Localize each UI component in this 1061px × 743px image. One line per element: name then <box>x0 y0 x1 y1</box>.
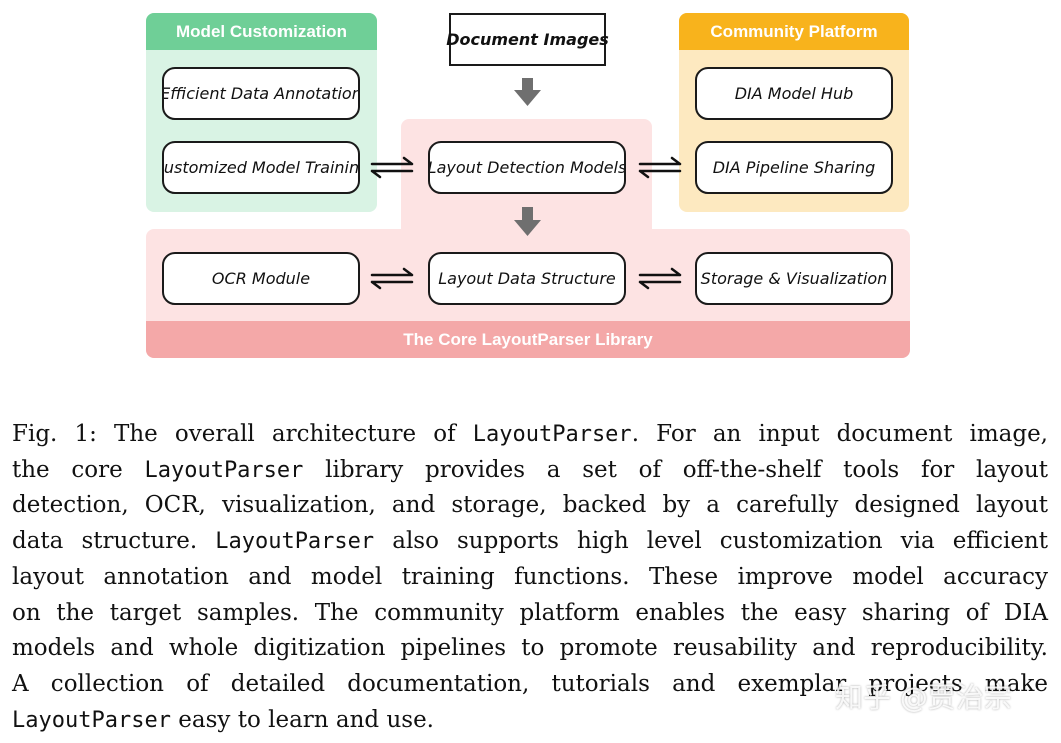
ocr-module-box: OCR Module <box>162 252 360 305</box>
caption-text: easy to learn and use. <box>170 706 434 733</box>
caption-line: detection, OCR, visualization, and stora… <box>12 492 1048 519</box>
bidirectional-arrow-icon <box>370 267 414 290</box>
community-platform-title: Community Platform <box>679 13 909 50</box>
watermark-text: 知乎 @贾治宗 <box>835 681 1012 714</box>
caption-text: data structure. <box>12 528 216 555</box>
dia-pipeline-sharing-box: DIA Pipeline Sharing <box>695 141 893 194</box>
caption-text: library provides a set of off-the-shelf … <box>303 456 1048 483</box>
caption-line: data structure. LayoutParser also suppor… <box>12 524 1048 560</box>
caption-line: on the target samples. The community pla… <box>12 599 1048 626</box>
caption-code: LayoutParser <box>215 529 375 555</box>
caption-text: the core <box>12 456 145 483</box>
caption-text: Fig. 1: The overall architecture of <box>12 421 473 447</box>
caption-text: . For an input document image, <box>631 421 1048 447</box>
figure-caption: Fig. 1: The overall architecture of Layo… <box>12 417 1048 738</box>
caption-code: LayoutParser <box>472 422 632 447</box>
layout-detection-models-box: Layout Detection Models <box>428 141 626 194</box>
customized-model-training-box: Customized Model Training <box>162 141 360 194</box>
bidirectional-arrow-icon <box>370 156 414 179</box>
caption-line: layout annotation and model training fun… <box>12 563 1048 590</box>
caption-line: Fig. 1: The overall architecture of Layo… <box>12 417 1048 453</box>
storage-visualization-box: Storage & Visualization <box>695 252 893 305</box>
down-arrow-icon <box>514 78 541 106</box>
model-customization-title: Model Customization <box>146 13 377 50</box>
layout-data-structure-box: Layout Data Structure <box>428 252 626 305</box>
down-arrow-icon <box>514 207 541 236</box>
caption-line: LayoutParser easy to learn and use. <box>12 703 1048 739</box>
caption-line: the core LayoutParser library provides a… <box>12 453 1048 489</box>
arrows-layer <box>370 78 682 290</box>
caption-code: LayoutParser <box>12 707 171 733</box>
core-library-title: The Core LayoutParser Library <box>146 321 910 358</box>
bidirectional-arrow-icon <box>638 267 682 290</box>
document-images-box: Document Images <box>446 13 609 66</box>
bidirectional-arrow-icon <box>638 156 682 179</box>
efficient-data-annotation-box: Efficient Data Annotation <box>162 67 360 120</box>
caption-code: LayoutParser <box>144 457 304 483</box>
caption-line: A collection of detailed documentation, … <box>12 670 1048 697</box>
dia-model-hub-box: DIA Model Hub <box>695 67 893 120</box>
caption-line: models and whole digitization pipelines … <box>12 635 1048 662</box>
caption-text: also supports high level customization v… <box>374 528 1048 555</box>
